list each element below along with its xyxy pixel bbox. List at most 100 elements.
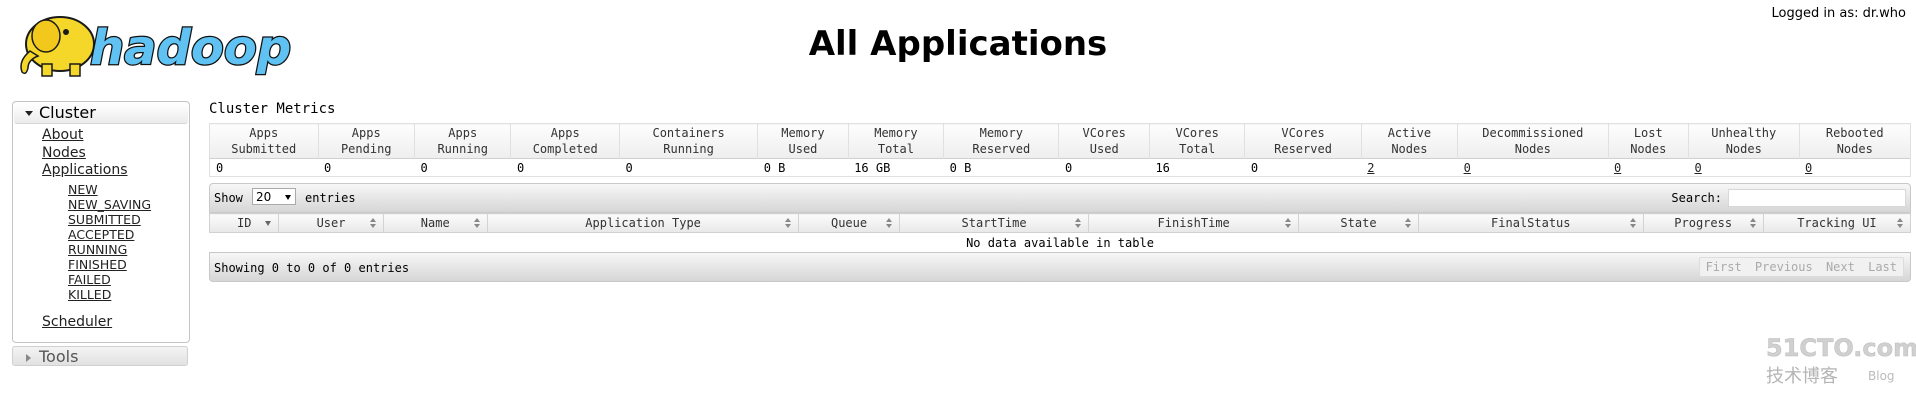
empty-message: No data available in table [966,235,1154,250]
metrics-header-line2: Nodes [1725,141,1762,156]
column-header-application-type[interactable]: Application Type [486,213,800,233]
cluster-section-header[interactable]: Cluster [14,103,188,124]
nav-link-state-accepted[interactable]: ACCEPTED [68,226,135,242]
table-row-empty: No data available in table [210,233,1911,253]
sort-icon [785,218,792,228]
metrics-value-cell: 0 [1688,158,1799,177]
nav-link-state-new-saving[interactable]: NEW_SAVING [68,196,152,212]
column-header-progress[interactable]: Progress [1642,213,1764,233]
tools-section-header[interactable]: Tools [12,346,188,366]
metrics-header-line2: Used [788,141,818,156]
metrics-value: 0 [516,160,525,175]
column-header-id[interactable]: ID [208,213,280,233]
metrics-value-cell: 2 [1361,158,1458,177]
pager-next-button[interactable]: Next [1825,260,1855,274]
column-header-label: Progress [1674,216,1733,230]
metrics-header-line2: Reserved [972,141,1031,156]
column-header-name[interactable]: Name [382,213,488,233]
metrics-header-line2: Total [1179,141,1216,156]
metrics-header-line1: VCores [1082,126,1126,140]
metrics-value-cell: 0 [209,158,318,177]
column-header-label: Tracking UI [1797,216,1877,230]
column-header-label: ID [236,216,252,230]
metrics-value-link[interactable]: 0 [1805,160,1813,175]
dropdown-arrow-icon [285,195,291,200]
nav-link-applications[interactable]: Applications [42,162,128,178]
metrics-value: 0 B [763,160,786,175]
page-size-select[interactable]: 20 [252,188,296,205]
tools-label: Tools [39,347,79,366]
sort-icon [1284,218,1291,228]
column-header-tracking-ui[interactable]: Tracking UI [1762,213,1912,233]
table-info: Showing 0 to 0 of 0 entries [214,261,410,275]
metrics-value-link[interactable]: 2 [1367,160,1375,175]
sort-icon [1629,218,1636,228]
column-header-finalstatus[interactable]: FinalStatus [1418,213,1644,233]
metrics-header-line2: Nodes [1836,141,1873,156]
nav-link-state-running[interactable]: RUNNING [68,241,128,257]
sort-icon [1897,218,1903,228]
sort-icon [885,218,892,228]
metrics-value-link[interactable]: 0 [1694,160,1702,175]
nav-link-state-killed[interactable]: KILLED [68,286,112,302]
metrics-header-line1: VCores [1175,126,1219,140]
nav-link-state-failed[interactable]: FAILED [68,271,111,287]
hadoop-logo: hadoop [20,16,292,77]
column-header-queue[interactable]: Queue [798,213,900,233]
pager-previous-button[interactable]: Previous [1754,260,1813,274]
sort-icon [1749,218,1756,228]
metrics-header-line2: Pending [340,141,392,156]
nav-link-state-submitted[interactable]: SUBMITTED [68,211,141,227]
metrics-value-link[interactable]: 0 [1614,160,1622,175]
logo-text: hadoop [90,20,291,76]
nav-link-scheduler[interactable]: Scheduler [42,314,113,330]
metrics-header-line1: Lost [1633,126,1663,140]
nav-link-nodes[interactable]: Nodes [42,144,86,161]
watermark-line3: Blog [1868,369,1895,383]
metrics-value: 0 [216,160,224,175]
nav-link-state-new[interactable]: NEW [68,181,98,197]
metrics-value: 0 [1250,160,1259,175]
metrics-value-cell: 0 [1058,158,1150,177]
column-header-label: Name [420,216,450,230]
column-header-state[interactable]: State [1297,213,1420,233]
logged-in-user: Logged in as: dr.who [1771,6,1906,21]
metrics-header-line2: Running [437,141,489,156]
pager-first-button[interactable]: First [1705,260,1742,274]
column-header-label: Queue [830,216,868,230]
metrics-value: 0 [324,160,332,175]
metrics-value-cell: 0 [1608,158,1689,177]
nav-link-state-finished[interactable]: FINISHED [68,256,127,272]
metrics-value-cell: 0 B [943,158,1059,177]
column-header-user[interactable]: User [278,213,384,233]
column-header-starttime[interactable]: StartTime [898,213,1090,233]
metrics-value-cell: 16 [1149,158,1245,177]
sort-icon [473,218,480,228]
metrics-header-line1: Memory [874,126,918,140]
metrics-header-line2: Nodes [1514,141,1551,156]
sort-icon [1405,218,1412,228]
nav-link-about[interactable]: About [42,127,84,143]
search-input[interactable] [1728,189,1906,207]
metrics-value: 16 [1155,160,1170,175]
sidebar-cluster-panel: Cluster About Nodes Applications NEW NEW… [12,101,190,343]
pager-last-button[interactable]: Last [1868,260,1897,274]
metrics-value: 0 B [949,160,972,175]
page-size-value: 20 [256,190,272,204]
column-header-label: StartTime [961,216,1027,230]
watermark-line2: 技术博客 [1766,366,1838,387]
metrics-value-link[interactable]: 0 [1463,160,1471,175]
column-header-finishtime[interactable]: FinishTime [1088,213,1299,233]
expand-arrow-icon [26,353,31,362]
metrics-header-line2: Reserved [1274,141,1332,156]
pagination: First Previous Next Last [1698,257,1904,277]
